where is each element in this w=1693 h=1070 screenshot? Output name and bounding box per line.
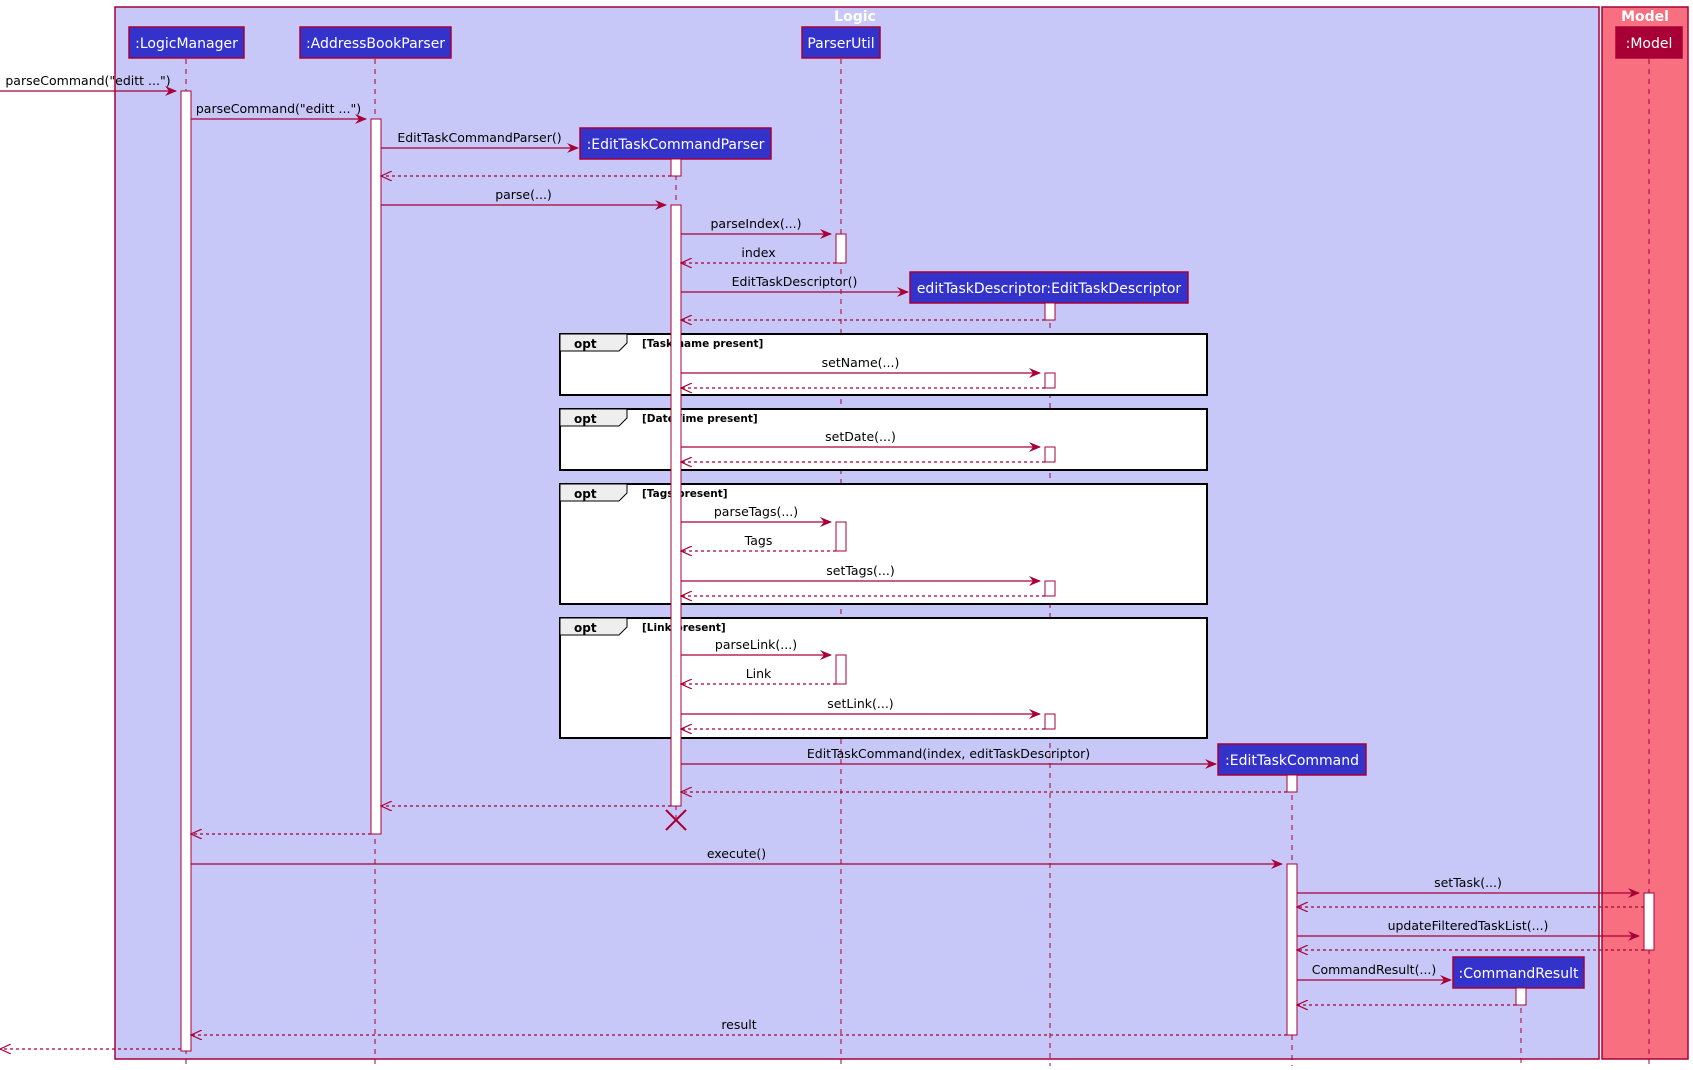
destroy-marker xyxy=(665,809,687,831)
activation-set-name xyxy=(1044,372,1056,389)
message-label: parseCommand("editt ...") xyxy=(196,101,361,116)
logic-box-title: Logic xyxy=(834,9,876,25)
message-parse-tags: parseTags(...) xyxy=(681,504,832,527)
activation-parser-parse xyxy=(670,204,682,807)
message-parse-index: parseIndex(...) xyxy=(681,216,832,239)
opt-label: opt xyxy=(574,621,597,635)
opt-guard: [Link present] xyxy=(642,622,726,634)
participant-edit-task-command-parser: :EditTaskCommandParser xyxy=(579,127,772,160)
message-result-return: result xyxy=(191,1017,1287,1035)
participant-label: :AddressBookParser xyxy=(306,36,445,52)
message-create-result: CommandResult(...) xyxy=(1297,962,1452,985)
message-label: parseCommand("editt ...") xyxy=(5,73,170,88)
participant-label: editTaskDescriptor:EditTaskDescriptor xyxy=(917,281,1182,297)
message-label: Tags xyxy=(744,533,773,548)
message-label: parse(...) xyxy=(495,187,552,202)
message-label: setDate(...) xyxy=(825,429,896,444)
model-box: Model xyxy=(1601,6,1689,1060)
message-parse-link: parseLink(...) xyxy=(681,637,832,660)
participant-parser-util: ParserUtil xyxy=(801,26,881,59)
message-execute: execute() xyxy=(191,846,1283,869)
message-label: execute() xyxy=(707,846,766,861)
activation-parser-constructor xyxy=(670,158,682,177)
participant-address-book-parser: :AddressBookParser xyxy=(299,26,452,59)
activation-descriptor-constructor xyxy=(1044,302,1056,321)
message-tags-return: Tags xyxy=(681,533,836,551)
activation-command-constructor xyxy=(1286,774,1298,793)
message-index-return: index xyxy=(681,245,836,263)
opt-label: opt xyxy=(574,487,597,501)
activation-parse-index xyxy=(835,233,847,264)
participant-logic-manager: :LogicManager xyxy=(128,26,245,59)
participant-command-result: :CommandResult xyxy=(1452,956,1585,989)
activation-address-book-parser xyxy=(370,118,382,835)
activation-command-result xyxy=(1515,987,1527,1006)
message-label: updateFilteredTaskList(...) xyxy=(1388,918,1549,933)
message-label: setName(...) xyxy=(822,355,900,370)
message-label: setTask(...) xyxy=(1434,875,1502,890)
message-label: parseTags(...) xyxy=(714,504,798,519)
activation-set-date xyxy=(1044,446,1056,463)
activation-parse-tags xyxy=(835,521,847,552)
opt-fragment-task-name: opt [Task name present] xyxy=(559,333,1208,396)
message-link-return: Link xyxy=(681,666,836,684)
message-label: index xyxy=(741,245,775,260)
message-set-link: setLink(...) xyxy=(681,696,1041,719)
opt-guard: [DateTime present] xyxy=(642,413,758,425)
message-parse-command-inner: parseCommand("editt ...") xyxy=(191,101,367,124)
model-box-title: Model xyxy=(1621,9,1669,25)
message-label: result xyxy=(721,1017,756,1032)
activation-set-tags xyxy=(1044,580,1056,597)
participant-edit-task-command: :EditTaskCommand xyxy=(1217,743,1367,776)
participant-label: :LogicManager xyxy=(135,36,238,52)
message-label: EditTaskCommandParser() xyxy=(397,130,561,145)
message-label: EditTaskDescriptor() xyxy=(732,274,858,289)
message-set-name: setName(...) xyxy=(681,355,1041,378)
message-parse-command-outer: parseCommand("editt ...") xyxy=(0,73,177,96)
messages: parseCommand("editt ...") parseCommand("e… xyxy=(0,73,1644,1049)
opt-label: opt xyxy=(574,412,597,426)
opt-label: opt xyxy=(574,337,597,351)
participant-edit-task-descriptor: editTaskDescriptor:EditTaskDescriptor xyxy=(909,271,1189,304)
opt-fragment-link: opt [Link present] xyxy=(559,617,1208,739)
opt-fragment-datetime: opt [DateTime present] xyxy=(559,408,1208,471)
message-update-filtered: updateFilteredTaskList(...) xyxy=(1297,918,1640,941)
participant-model: :Model xyxy=(1615,26,1683,59)
message-label: setLink(...) xyxy=(827,696,893,711)
message-label: parseLink(...) xyxy=(715,637,797,652)
participant-label: :CommandResult xyxy=(1459,966,1579,982)
participant-label: :EditTaskCommandParser xyxy=(587,137,765,153)
message-label: parseIndex(...) xyxy=(710,216,801,231)
message-label: setTags(...) xyxy=(826,563,894,578)
participant-label: ParserUtil xyxy=(807,36,874,52)
activation-model xyxy=(1643,892,1655,951)
message-label: EditTaskCommand(index, editTaskDescripto… xyxy=(807,746,1090,761)
activation-set-link xyxy=(1044,713,1056,730)
message-set-tags: setTags(...) xyxy=(681,563,1041,586)
message-label: Link xyxy=(746,666,772,681)
message-set-task: setTask(...) xyxy=(1297,875,1640,898)
opt-fragment-tags: opt [Tags present] xyxy=(559,483,1208,605)
activation-execute xyxy=(1286,863,1298,1036)
opt-guard: [Task name present] xyxy=(642,338,763,350)
message-create-parser: EditTaskCommandParser() xyxy=(381,130,579,153)
participant-label: :EditTaskCommand xyxy=(1225,753,1359,769)
message-set-date: setDate(...) xyxy=(681,429,1041,452)
opt-guard: [Tags present] xyxy=(642,488,728,500)
message-parse: parse(...) xyxy=(381,187,667,210)
activation-logic-manager xyxy=(180,90,192,1052)
participant-label: :Model xyxy=(1626,36,1673,52)
activation-parse-link xyxy=(835,654,847,685)
message-create-command: EditTaskCommand(index, editTaskDescripto… xyxy=(681,746,1217,769)
message-label: CommandResult(...) xyxy=(1312,962,1437,977)
message-create-descriptor: EditTaskDescriptor() xyxy=(681,274,909,297)
